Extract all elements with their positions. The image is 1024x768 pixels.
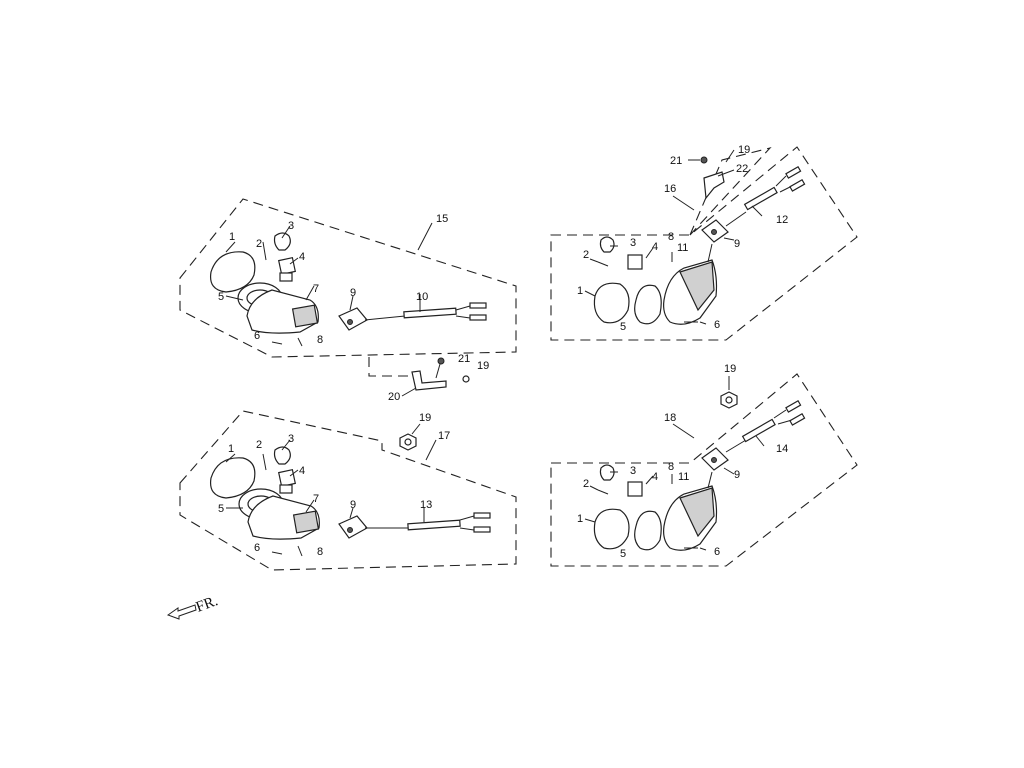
callout-label: 16 (664, 183, 676, 195)
front-direction-indicator: FR. (166, 593, 220, 620)
callout-label: 6 (254, 330, 260, 342)
callout-label: 1 (577, 285, 583, 297)
lens-part (209, 251, 256, 293)
callout-label: 3 (288, 220, 294, 232)
connector-part (338, 515, 368, 539)
bulb-part (273, 446, 291, 465)
bracket-part (703, 171, 725, 200)
callout-label: 9 (350, 287, 356, 299)
callout-label: 7 (313, 493, 319, 505)
callout-label: 7 (313, 283, 319, 295)
lens-part (593, 508, 630, 550)
callout-label: 6 (254, 542, 260, 554)
assembly-boundary-16 (550, 146, 858, 341)
callout-label: 10 (416, 291, 428, 303)
front-label: FR. (194, 593, 220, 616)
callout-label: 8 (317, 546, 323, 558)
callout-label: 3 (630, 465, 636, 477)
assembly-boundary-18 (550, 373, 858, 567)
callout-label: 4 (299, 465, 305, 477)
lens-part (593, 282, 630, 324)
callout-label: 4 (652, 241, 658, 253)
callout-label: 19 (724, 363, 736, 375)
callout-label: 20 (388, 391, 400, 403)
callout-label: 13 (420, 499, 432, 511)
callout-label: 1 (577, 513, 583, 525)
callout-label: 18 (664, 412, 676, 424)
bulb-part (599, 464, 615, 481)
socket-base-part (279, 272, 293, 282)
callout-label: 6 (714, 319, 720, 331)
callout-label: 2 (256, 439, 262, 451)
callout-label: 8 (668, 231, 674, 243)
socket-part (277, 256, 297, 276)
callout-label: 12 (776, 214, 788, 226)
bulb-part (273, 232, 291, 251)
callout-label: 9 (734, 469, 740, 481)
callout-label: 6 (714, 546, 720, 558)
callout-label: 1 (229, 231, 235, 243)
wire-sleeve-part (403, 307, 457, 319)
assembly-rear-right-turn-signal: 1 2 3 4 5 6 8 9 11 14 18 19 (550, 363, 858, 567)
callout-label: 5 (620, 548, 626, 560)
callout-label: 19 (738, 144, 750, 156)
rim-part (634, 510, 662, 551)
assembly-front-left-turn-signal: 15 1 2 3 4 5 6 7 8 9 10 20 21 19 (179, 198, 517, 403)
callout-label: 8 (317, 334, 323, 346)
assembly-boundary-17 (179, 410, 517, 571)
socket-part (627, 254, 643, 270)
connector-part (338, 307, 368, 331)
socket-part (627, 481, 643, 497)
callout-label: 8 (668, 461, 674, 473)
assembly-front-right-turn-signal: 1 2 3 4 5 6 8 9 11 12 16 21 22 19 (550, 144, 858, 341)
socket-part (277, 468, 297, 488)
callout-label: 14 (776, 443, 788, 455)
assembly-boundary-15 (179, 198, 517, 358)
callout-label: 21 (458, 353, 470, 365)
callout-label: 19 (419, 412, 431, 424)
callout-label: 11 (677, 242, 688, 254)
callout-label: 11 (678, 471, 689, 483)
callout-label: 3 (630, 237, 636, 249)
callout-label: 3 (288, 433, 294, 445)
callout-label: 1 (228, 443, 234, 455)
callout-label: 22 (736, 163, 748, 175)
callout-label: 2 (583, 478, 589, 490)
callout-label: 5 (620, 321, 626, 333)
callout-label: 19 (477, 360, 489, 372)
callout-label: 5 (218, 291, 224, 303)
callout-label: 2 (583, 249, 589, 261)
callout-label: 15 (436, 213, 448, 225)
callout-label: 4 (299, 251, 305, 263)
callout-label: 4 (652, 471, 658, 483)
rim-part (634, 284, 662, 325)
callout-label: 5 (218, 503, 224, 515)
bulb-part (599, 236, 615, 253)
callout-label: 9 (350, 499, 356, 511)
callout-label: 21 (670, 155, 682, 167)
bracket-part (411, 370, 447, 391)
housing-neck-part (291, 304, 319, 328)
arrow-left-icon (166, 604, 197, 620)
callout-label: 2 (256, 238, 262, 250)
callout-label: 17 (438, 430, 450, 442)
assembly-rear-left-turn-signal: 1 2 3 4 5 6 7 8 9 13 17 19 (179, 410, 517, 571)
callout-label: 9 (734, 238, 740, 250)
